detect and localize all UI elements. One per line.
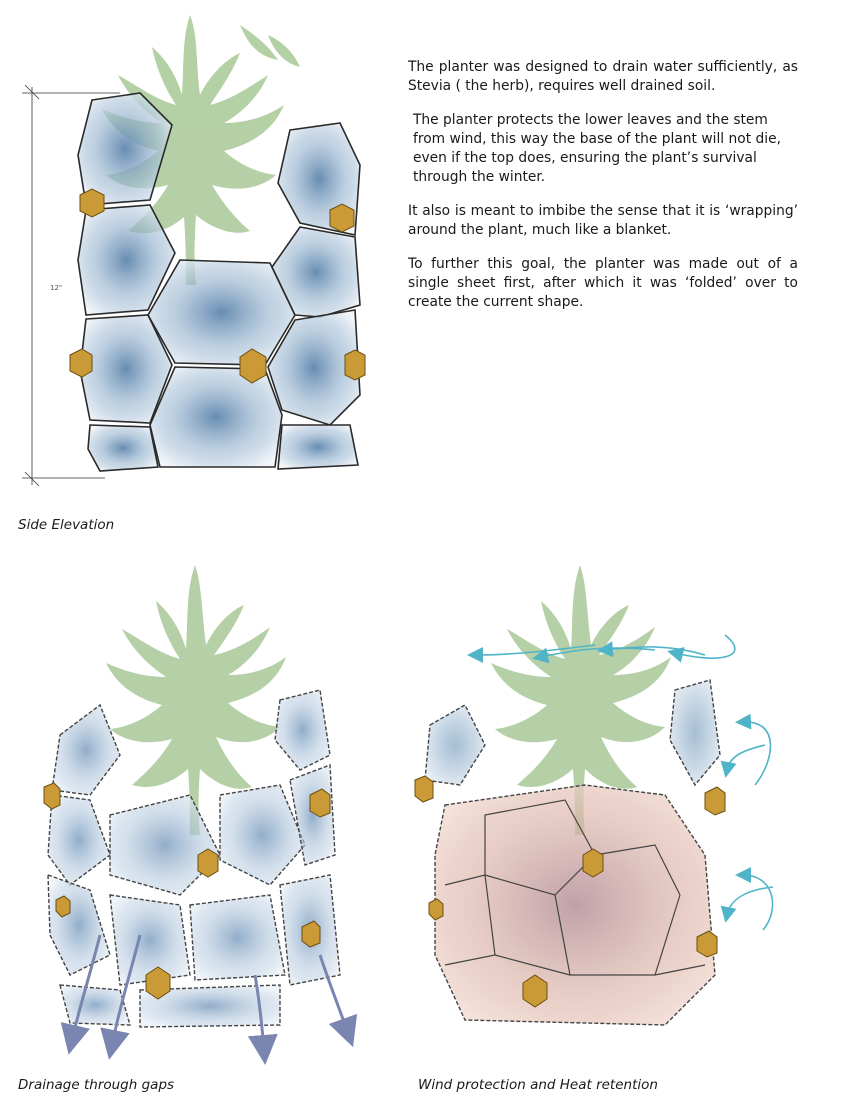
wind-arrow (720, 744, 766, 778)
connectors (69, 188, 366, 384)
panel (51, 703, 121, 796)
connectors (43, 782, 331, 1000)
panel (139, 984, 281, 1028)
panel (219, 784, 306, 886)
panel (189, 894, 286, 981)
connector (301, 920, 321, 948)
connector (522, 974, 548, 1008)
connector (55, 895, 71, 918)
wind-protection-figure (414, 565, 774, 1026)
panel (77, 92, 173, 206)
description-paragraph-2: The planter protects the lower leaves an… (413, 112, 781, 185)
heat-panel-lines (444, 799, 706, 976)
connector (79, 188, 105, 218)
connector (239, 348, 267, 384)
planter-panels (47, 689, 341, 1028)
panel (147, 259, 296, 366)
wind-arrow (667, 634, 736, 663)
wind-arrow (735, 713, 772, 786)
connector (69, 348, 93, 378)
connector (197, 848, 219, 878)
wind-arrow (720, 886, 774, 923)
plant-silhouette (106, 565, 286, 835)
panel (424, 704, 486, 786)
wind-arrow (597, 641, 706, 658)
drainage-caption: Drainage through gaps (18, 1077, 175, 1093)
panel (109, 794, 221, 896)
panel (109, 894, 191, 986)
connector (414, 775, 434, 803)
side-elevation-caption: Side Elevation (18, 517, 115, 533)
wind-arrow (532, 647, 656, 664)
drain-arrow (247, 974, 278, 1065)
connector (329, 203, 355, 233)
drainage-arrows (60, 934, 358, 1065)
drain-arrow (318, 954, 358, 1048)
connector (704, 786, 726, 816)
panel (47, 873, 111, 976)
wind-arrows (467, 634, 774, 931)
panel (149, 366, 283, 468)
drainage-figure (43, 565, 358, 1065)
wind-arrow (735, 867, 774, 931)
description-paragraph-3: It also is meant to imbibe the sense tha… (408, 203, 798, 238)
connector (428, 898, 444, 921)
drain-arrow (60, 934, 102, 1055)
panel (277, 424, 359, 470)
panel (77, 204, 176, 316)
planter-panels (77, 92, 361, 472)
connector (696, 930, 718, 958)
description-paragraph-4: To further this goal, the planter was ma… (408, 256, 798, 310)
plant-silhouette (491, 565, 671, 835)
side-elevation-figure: 12" (22, 15, 366, 487)
drain-arrow (100, 934, 142, 1060)
panel (47, 794, 111, 886)
panel (669, 679, 721, 787)
panel (434, 784, 716, 1026)
connector (309, 788, 331, 818)
wind-caption: Wind protection and Heat retention (418, 1077, 658, 1093)
description-paragraph-1: The planter was designed to drain water … (408, 59, 798, 94)
connector (582, 848, 604, 878)
connector (43, 782, 61, 810)
description-text: The planter was designed to drain water … (408, 58, 798, 327)
connector (145, 966, 171, 1000)
connector (344, 349, 366, 381)
connectors (414, 775, 726, 1008)
panel (87, 424, 159, 472)
dimension-label: 12" (50, 284, 62, 292)
dimension-line (22, 84, 120, 487)
panel (274, 689, 331, 771)
planter-panels (424, 679, 721, 1026)
panel (59, 984, 131, 1026)
